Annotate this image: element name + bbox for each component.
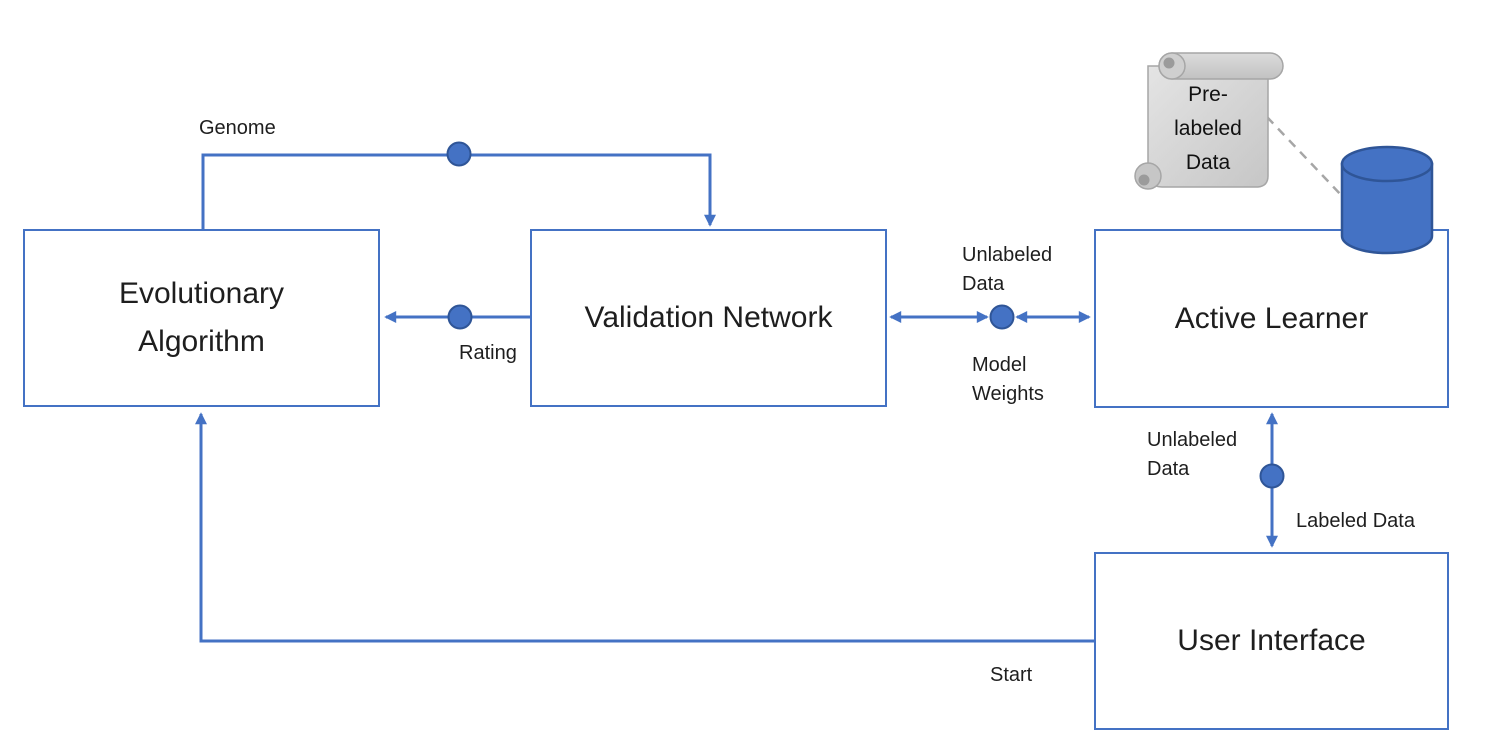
connector-unlabeled-labeled-data — [1259, 412, 1285, 548]
node-label-evolutionary-algorithm: Evolutionary Algorithm — [118, 277, 285, 358]
edge-label-genome: Genome — [199, 117, 276, 139]
node-active-learner: Active Learner — [1094, 229, 1449, 408]
edge-label-labeled-data: Labeled Data — [1296, 510, 1415, 532]
edge-label-unlabeled-data-right: Unlabeled Data — [1147, 429, 1238, 480]
node-label-user-interface: User Interface — [1177, 624, 1366, 657]
node-label-validation-network: Validation Network — [584, 301, 833, 334]
node-evolutionary-algorithm: Evolutionary Algorithm — [23, 229, 380, 407]
edge-label-start: Start — [990, 664, 1033, 686]
connector-junction-dot — [1259, 463, 1285, 489]
node-label-active-learner: Active Learner — [1174, 301, 1369, 335]
connector-junction-dot — [447, 304, 473, 330]
connector-unlabeled-model-weights — [889, 304, 1091, 330]
node-validation-network: Validation Network — [530, 229, 887, 407]
node-user-interface: User Interface — [1094, 552, 1449, 730]
connector-junction-dot — [989, 304, 1015, 330]
connector-start — [195, 412, 1094, 643]
connector-genome — [201, 141, 716, 230]
scroll-database-link — [1266, 116, 1344, 198]
connector-junction-dot — [446, 141, 472, 167]
edge-label-model-weights: Model Weights — [972, 354, 1044, 405]
edge-label-rating: Rating — [459, 342, 517, 364]
edge-label-unlabeled-data-mid: Unlabeled Data — [962, 244, 1053, 295]
scroll-label-pre-labeled-data: Pre-labeled Data — [1174, 83, 1242, 174]
connector-rating — [384, 304, 530, 330]
